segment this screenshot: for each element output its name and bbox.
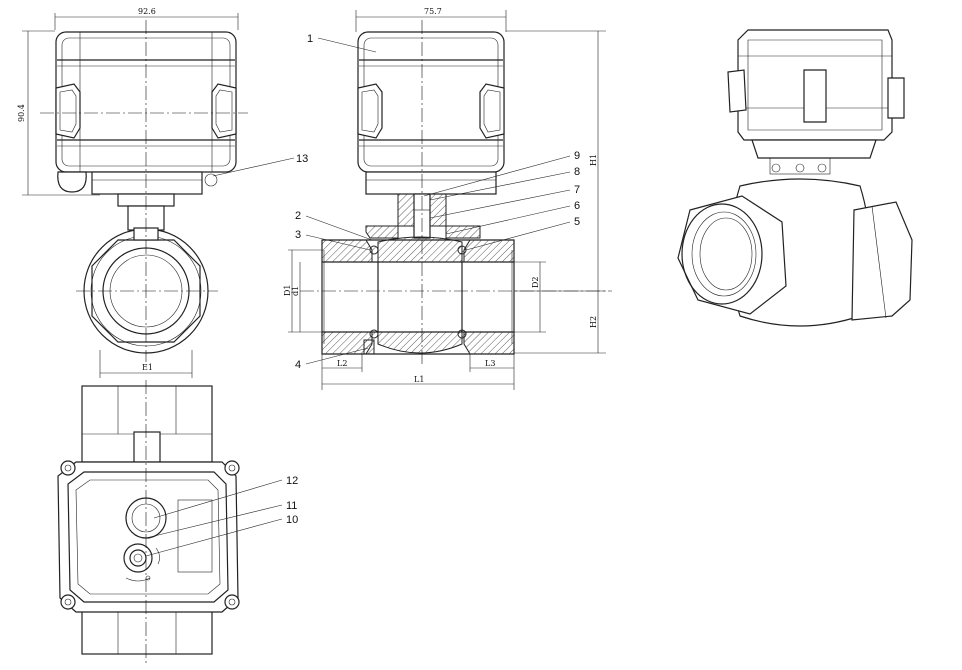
callout-5: 5 <box>574 216 580 228</box>
callout-10: 10 <box>286 514 298 526</box>
isometric-view <box>677 29 913 327</box>
callout-1: 1 <box>307 33 313 45</box>
dim-l1: L1 <box>414 375 424 384</box>
dim-h2: H2 <box>589 316 598 328</box>
callout-6: 6 <box>574 200 580 212</box>
callout-11: 11 <box>286 500 297 512</box>
dim-l3: L3 <box>485 359 495 368</box>
callout-9: 9 <box>574 150 580 162</box>
callout-13: 13 <box>296 153 308 165</box>
callout-8: 8 <box>574 166 580 178</box>
dim-e1: E1 <box>142 363 153 372</box>
callout-2: 2 <box>295 210 301 222</box>
top-view: 12 11 10 <box>57 380 298 664</box>
dim-h1: H1 <box>589 154 598 166</box>
dim-d2: D2 <box>531 276 540 288</box>
callout-3: 3 <box>295 229 301 241</box>
callout-12: 12 <box>286 475 298 487</box>
dim-d1-large: D1 <box>283 284 292 296</box>
callout-4: 4 <box>295 359 301 371</box>
dim-height-front: 90.4 <box>17 104 26 122</box>
dim-d1-small: d1 <box>291 286 300 296</box>
dim-width-side: 75.7 <box>424 7 442 16</box>
dim-l2: L2 <box>337 359 347 368</box>
callout-7: 7 <box>574 184 580 196</box>
front-view: 92.6 90.4 <box>17 7 308 378</box>
section-view: 75.7 H1 H2 <box>283 7 612 390</box>
dim-width-front: 92.6 <box>138 7 156 16</box>
